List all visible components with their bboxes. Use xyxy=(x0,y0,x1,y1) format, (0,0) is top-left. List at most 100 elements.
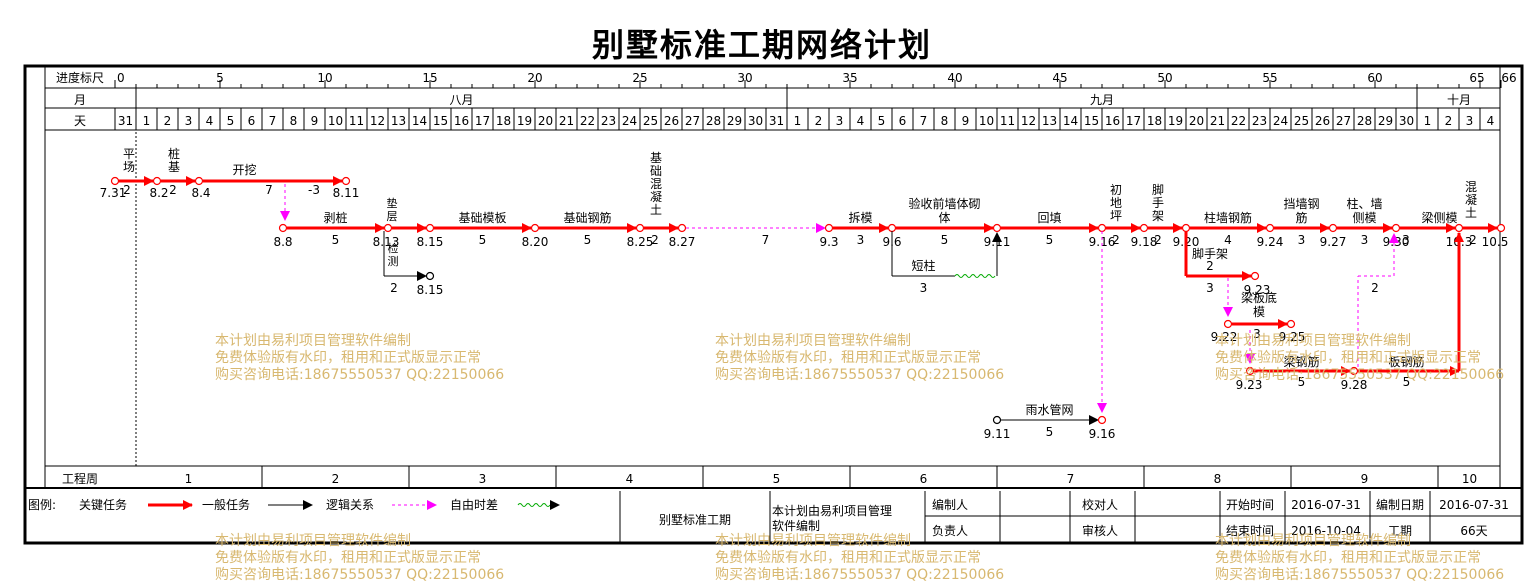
task-name: 梁侧模 xyxy=(1421,210,1457,225)
task-name: 挡墙钢 xyxy=(1283,197,1319,211)
task-name: 手 xyxy=(1152,196,1164,210)
scale-tick-label: 65 xyxy=(1469,71,1484,85)
day-number: 21 xyxy=(559,114,574,128)
day-number: 1 xyxy=(1424,114,1432,128)
day-number: 21 xyxy=(1210,114,1225,128)
event-node xyxy=(383,223,393,233)
day-number: 27 xyxy=(1336,114,1351,128)
task-duration: 5 xyxy=(1403,375,1411,389)
legend-critical-label: 关键任务 xyxy=(79,497,127,512)
event-node xyxy=(278,223,288,233)
week-number: 7 xyxy=(1067,472,1075,486)
chart-title: 别墅标准工期网络计划 xyxy=(591,26,932,64)
week-number: 8 xyxy=(1214,472,1222,486)
day-number: 12 xyxy=(370,114,385,128)
scale-tick-label: 50 xyxy=(1157,71,1172,85)
task-duration: 3 xyxy=(1298,233,1306,247)
task-duration: 3 xyxy=(1361,233,1369,247)
node-date: 8.20 xyxy=(522,235,549,249)
day-number: 1 xyxy=(794,114,802,128)
week-number: 2 xyxy=(332,472,340,486)
day-number: 6 xyxy=(248,114,256,128)
task-name: 混 xyxy=(1465,180,1477,194)
footer-software: 软件编制 xyxy=(772,518,820,533)
task-duration: 2 xyxy=(1154,233,1162,247)
task-duration: 3 xyxy=(857,233,865,247)
task-name: 平 xyxy=(123,147,135,161)
task-name: 基础钢筋 xyxy=(563,210,611,225)
task-duration: 2 xyxy=(169,183,177,197)
day-number: 9 xyxy=(962,114,970,128)
task-name: 土 xyxy=(650,203,662,217)
task-duration: 3 xyxy=(1253,327,1261,341)
node-date: 8.25 xyxy=(627,235,654,249)
task-name: 脚手架 xyxy=(1192,246,1228,261)
task-name: 坪 xyxy=(1110,209,1122,223)
week-number: 9 xyxy=(1361,472,1369,486)
day-number: 18 xyxy=(496,114,511,128)
event-node xyxy=(1245,366,1255,376)
day-number: 10 xyxy=(328,114,343,128)
task-duration: 4 xyxy=(1224,233,1232,247)
day-number: 24 xyxy=(1273,114,1288,128)
day-number: 3 xyxy=(1466,114,1474,128)
day-number: 25 xyxy=(1294,114,1309,128)
day-number: 22 xyxy=(1231,114,1246,128)
node-date: 8.13 xyxy=(373,235,400,249)
legend-logic-label: 逻辑关系 xyxy=(326,498,374,512)
event-node xyxy=(887,223,897,233)
node-date: 8.8 xyxy=(273,235,292,249)
task-duration: 5 xyxy=(1298,375,1306,389)
task-name: 柱、墙 xyxy=(1346,196,1382,211)
task-name: 测 xyxy=(388,255,399,268)
footer-period-value: 66天 xyxy=(1460,524,1487,538)
task-name: 验收前墙体砌 xyxy=(908,196,980,211)
month-label: 月 xyxy=(74,93,86,107)
float-label: -3 xyxy=(308,183,320,197)
event-node xyxy=(1097,415,1107,425)
event-node xyxy=(425,271,435,281)
node-date: 9.25 xyxy=(1279,330,1306,344)
month-name: 八月 xyxy=(449,93,473,107)
task-name: 脚 xyxy=(1152,182,1164,197)
task-name: 凝 xyxy=(650,189,662,204)
node-date: 9.3 xyxy=(819,235,838,249)
event-node xyxy=(530,223,540,233)
day-number: 14 xyxy=(412,114,427,128)
day-number: 30 xyxy=(1399,114,1414,128)
footer-auditor-label: 审核人 xyxy=(1082,523,1118,538)
task-duration: 7 xyxy=(265,183,273,197)
day-number: 26 xyxy=(664,114,679,128)
event-node xyxy=(1349,366,1359,376)
event-node xyxy=(992,415,1002,425)
task-name: 地 xyxy=(1110,196,1122,210)
node-date: 8.27 xyxy=(669,235,696,249)
footer-end-value: 2016-10-04 xyxy=(1291,524,1361,538)
day-number: 15 xyxy=(433,114,448,128)
node-date: 8.11 xyxy=(333,186,360,200)
scale-tick-label: 66 xyxy=(1501,71,1516,85)
week-number: 6 xyxy=(920,472,928,486)
scale-tick-label: 25 xyxy=(632,71,647,85)
legend-label: 图例: xyxy=(28,498,56,512)
day-number: 6 xyxy=(899,114,907,128)
task-name: 侧模 xyxy=(1352,211,1376,225)
day-number: 16 xyxy=(454,114,469,128)
task-name: 拆模 xyxy=(848,210,872,225)
day-number: 10 xyxy=(979,114,994,128)
day-number: 23 xyxy=(601,114,616,128)
event-node xyxy=(1454,223,1464,233)
day-number: 26 xyxy=(1315,114,1330,128)
node-date: 8.15 xyxy=(417,235,444,249)
day-number: 2 xyxy=(164,114,172,128)
day-number: 31 xyxy=(769,114,784,128)
event-node xyxy=(194,176,204,186)
day-number: 4 xyxy=(857,114,865,128)
day-number: 15 xyxy=(1084,114,1099,128)
task-name: 混 xyxy=(650,177,662,191)
task-duration: 2 xyxy=(651,233,659,247)
node-date: 9.16 xyxy=(1089,427,1116,441)
task-name: 初 xyxy=(1110,183,1122,197)
task-duration: 2 xyxy=(390,281,398,295)
day-number: 24 xyxy=(622,114,637,128)
